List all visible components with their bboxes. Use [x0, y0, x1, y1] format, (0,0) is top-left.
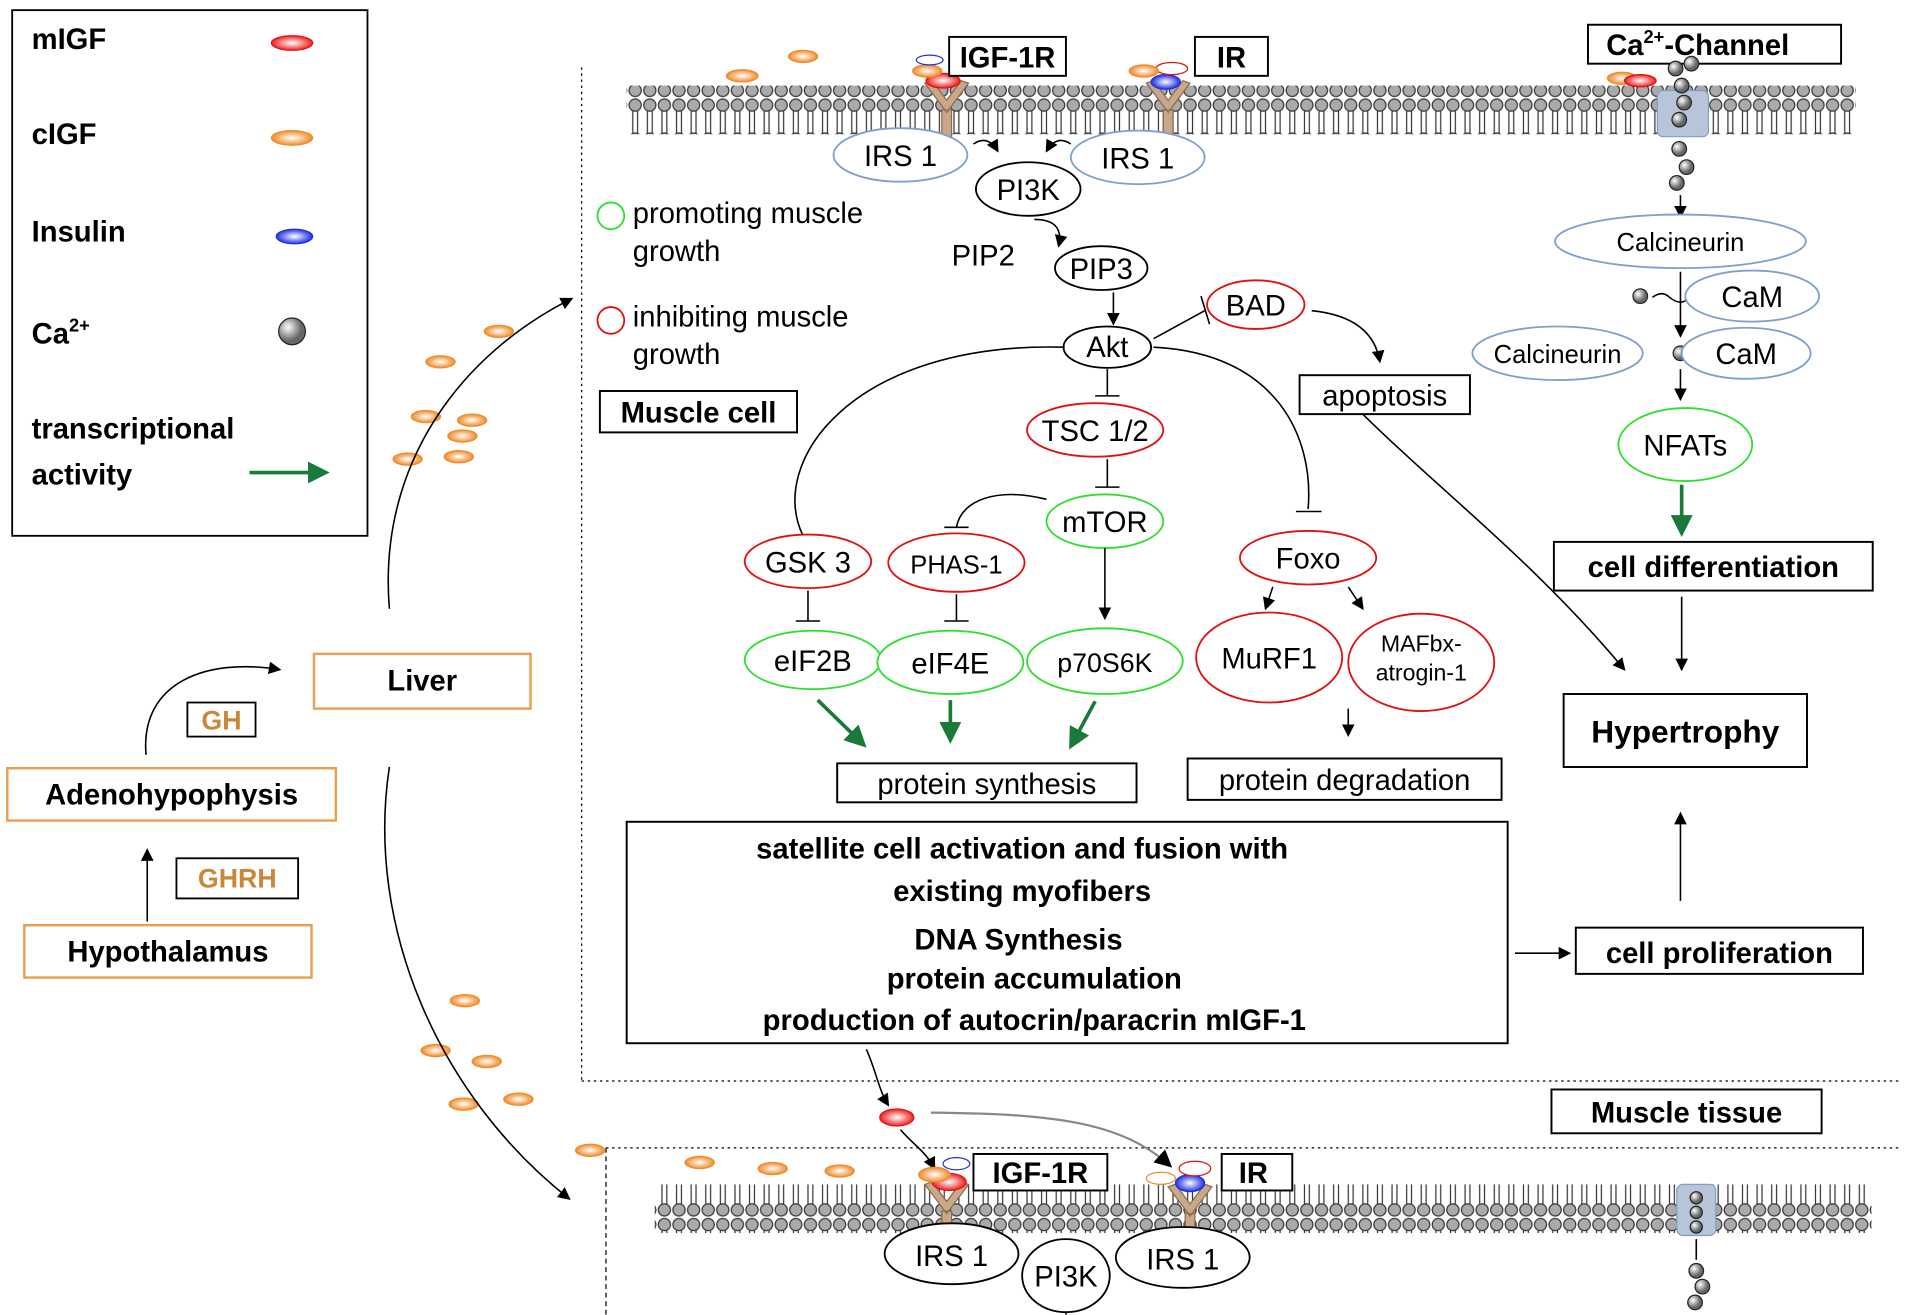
murf1-node — [1195, 611, 1344, 704]
p70s6k-node — [1026, 627, 1184, 695]
hypothalamus-box — [23, 923, 313, 979]
ir-label: IR — [1217, 42, 1246, 74]
svg-text:promoting muscle: promoting muscle — [633, 198, 863, 230]
irs1-node-left — [832, 127, 969, 183]
svg-text:eIF2B: eIF2B — [774, 646, 852, 678]
calcium-icon — [278, 317, 307, 346]
svg-text:TSC 1/2: TSC 1/2 — [1042, 416, 1149, 448]
cell-proliferation-label: cell proliferation — [1606, 938, 1833, 970]
muscle-tissue-label: Muscle tissue — [1591, 1097, 1782, 1129]
irs1-bottom-right — [1114, 1226, 1251, 1289]
adenohypophysis-box — [6, 767, 338, 822]
svg-text:DNA Synthesis: DNA Synthesis — [914, 925, 1122, 957]
mafbx-node — [1347, 612, 1496, 712]
svg-text:IRS 1: IRS 1 — [864, 141, 937, 173]
svg-text:IRS 1: IRS 1 — [1146, 1245, 1219, 1277]
igf1r-bottom-label: IGF-1R — [993, 1158, 1089, 1190]
svg-text:protein accumulation: protein accumulation — [887, 963, 1182, 995]
cell-membrane-top — [626, 85, 1856, 135]
svg-text:existing myofibers: existing myofibers — [893, 876, 1151, 908]
nfats-node — [1617, 407, 1754, 482]
calcineurin-node-top — [1554, 213, 1807, 270]
svg-text:Hypothalamus: Hypothalamus — [67, 937, 268, 969]
svg-text:BAD: BAD — [1226, 291, 1286, 323]
svg-text:Calcineurin: Calcineurin — [1494, 341, 1622, 369]
svg-text:atrogin-1: atrogin-1 — [1376, 660, 1467, 686]
legend-activity: activity — [32, 460, 133, 492]
svg-text:Akt: Akt — [1086, 332, 1128, 364]
protein-synthesis-label: protein synthesis — [877, 769, 1096, 801]
apoptosis-label: apoptosis — [1322, 381, 1447, 413]
svg-text:MuRF1: MuRF1 — [1221, 643, 1317, 675]
svg-text:MAFbx-: MAFbx- — [1381, 630, 1462, 656]
svg-text:mTOR: mTOR — [1062, 507, 1147, 539]
svg-text:GSK 3: GSK 3 — [765, 547, 851, 579]
eif4e-node — [876, 629, 1025, 695]
foxo-node — [1239, 530, 1378, 586]
legend-ca: Ca2+ — [32, 314, 90, 350]
svg-text:NFATs: NFATs — [1643, 431, 1727, 463]
bad-node — [1206, 279, 1306, 330]
svg-text:eIF4E: eIF4E — [911, 648, 989, 680]
svg-text:CaM: CaM — [1721, 282, 1783, 314]
svg-text:PI3K: PI3K — [997, 175, 1061, 207]
promoting-key-icon — [596, 201, 626, 231]
svg-text:Calcineurin: Calcineurin — [1617, 229, 1745, 257]
svg-text:PI3K: PI3K — [1034, 1262, 1098, 1294]
svg-text:growth: growth — [633, 339, 721, 371]
ghrh-label: GHRH — [198, 863, 277, 893]
calcium-ions — [1667, 55, 1700, 191]
hypertrophy-label: Hypertrophy — [1591, 714, 1779, 750]
ir-bottom-label: IR — [1239, 1158, 1268, 1190]
liver-box — [312, 652, 532, 710]
svg-text:p70S6K: p70S6K — [1057, 648, 1152, 678]
svg-text:inhibiting muscle: inhibiting muscle — [633, 302, 849, 334]
svg-text:growth: growth — [633, 236, 721, 268]
irs1-node-right — [1069, 129, 1206, 186]
cigf-icon — [270, 130, 314, 146]
ca-channel-label: Ca2+-Channel — [1606, 26, 1789, 62]
gsk3-node — [743, 533, 873, 590]
svg-text:CaM: CaM — [1715, 339, 1777, 371]
pi3k-node — [974, 161, 1082, 217]
cam-node-complex — [1680, 326, 1812, 380]
svg-text:PIP3: PIP3 — [1070, 254, 1133, 286]
cell-membrane-bottom — [654, 1184, 1872, 1234]
legend-insulin: Insulin — [32, 216, 126, 248]
legend-migf: mIGF — [32, 24, 107, 56]
tsc-node — [1026, 402, 1165, 458]
legend-transcriptional: transcriptional — [32, 413, 235, 445]
protein-degradation-label: protein degradation — [1219, 765, 1471, 797]
svg-text:IRS 1: IRS 1 — [915, 1241, 988, 1273]
igf1r-label: IGF-1R — [960, 42, 1056, 74]
cell-differentiation-label: cell differentiation — [1588, 552, 1839, 584]
muscle-cell-label: Muscle cell — [621, 398, 777, 430]
cigf-particles — [392, 49, 1657, 1158]
svg-text:PHAS-1: PHAS-1 — [910, 552, 1002, 580]
cam-node-top — [1684, 269, 1821, 323]
pip2-label: PIP2 — [952, 241, 1015, 273]
migf-icon — [270, 35, 314, 51]
legend-cigf: cIGF — [32, 119, 97, 151]
svg-text:Foxo: Foxo — [1276, 544, 1341, 576]
satellite-box — [625, 820, 1509, 1045]
irs1-bottom-left — [883, 1222, 1020, 1286]
svg-text:satellite cell activation and: satellite cell activation and fusion wit… — [756, 833, 1288, 865]
svg-text:IRS 1: IRS 1 — [1101, 143, 1174, 175]
inhibiting-key-icon — [596, 306, 626, 335]
gh-label: GH — [201, 705, 241, 735]
svg-text:Liver: Liver — [387, 665, 457, 697]
legend: mIGF cIGF Insulin Ca2+ transcriptional a… — [11, 9, 369, 537]
insulin-icon — [275, 228, 314, 245]
phas1-node — [887, 532, 1026, 593]
pip3-node — [1054, 245, 1149, 291]
svg-text:production of autocrin/paracri: production of autocrin/paracrin mIGF-1 — [763, 1005, 1306, 1037]
calcineurin-node-complex — [1471, 325, 1644, 381]
svg-text:Adenohypophysis: Adenohypophysis — [45, 780, 298, 812]
